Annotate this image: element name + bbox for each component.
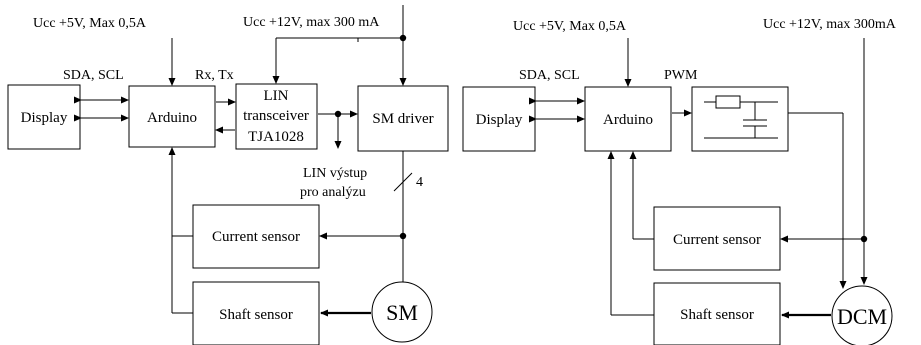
- right-shaft-sensor-label: Shaft sensor: [680, 307, 754, 323]
- right-filter-resistor: [715, 95, 741, 109]
- right-supply-12v-label: Ucc +12V, max 300mA: [763, 17, 897, 32]
- left-wire-count-label: 4: [416, 175, 423, 190]
- left-lin-label-3: TJA1028: [248, 129, 304, 145]
- left-lin-label-1: LIN: [264, 88, 289, 104]
- left-lin-label-2: transceiver: [243, 108, 309, 124]
- right-supply-5v-label: Ucc +5V, Max 0,5A: [513, 19, 627, 34]
- left-current-sensor-label: Current sensor: [212, 229, 300, 245]
- left-sm-driver-box: [357, 85, 449, 152]
- left-sm-motor-label: SM: [386, 300, 418, 325]
- left-lin-output-label-2: pro analýzu: [300, 185, 366, 200]
- left-supply-5v-label: Ucc +5V, Max 0,5A: [33, 16, 147, 31]
- left-arduino-label: Arduino: [147, 110, 197, 126]
- right-pwm-label: PWM: [664, 68, 698, 83]
- right-display-label: Display: [476, 112, 523, 128]
- right-dcm-motor: [831, 285, 893, 345]
- left-sm-driver-label: SM driver: [372, 111, 433, 127]
- right-sda-scl-label: SDA, SCL: [519, 68, 580, 83]
- left-sda-scl-label: SDA, SCL: [63, 68, 124, 83]
- right-dcm-motor-label: DCM: [837, 304, 887, 329]
- left-sm-motor: [371, 281, 433, 343]
- right-arduino-box: [584, 86, 672, 152]
- left-display-box: [7, 84, 81, 150]
- right-diagram: Ucc +5V, Max 0,5A Ucc +12V, max 300mA SD…: [462, 17, 897, 345]
- left-display-label: Display: [21, 110, 68, 126]
- left-shaft-sensor-label: Shaft sensor: [219, 307, 293, 323]
- right-current-sensor-box: [653, 206, 781, 271]
- left-wire-count-slash: [393, 172, 413, 192]
- left-current-sensor-box: [192, 204, 320, 269]
- right-current-sensor-label: Current sensor: [673, 232, 761, 248]
- left-lin-transceiver-box: [235, 83, 318, 150]
- right-arduino-label: Arduino: [603, 112, 653, 128]
- left-supply-12v-label: Ucc +12V, max 300 mA: [243, 15, 380, 30]
- left-arduino-box: [128, 85, 216, 148]
- left-rx-tx-label: Rx, Tx: [195, 68, 234, 83]
- left-diagram: Ucc +5V, Max 0,5A Ucc +12V, max 300 mA S…: [7, 5, 449, 345]
- right-shaft-sensor-box: [653, 282, 781, 345]
- left-lin-output-label-1: LIN výstup: [303, 166, 367, 181]
